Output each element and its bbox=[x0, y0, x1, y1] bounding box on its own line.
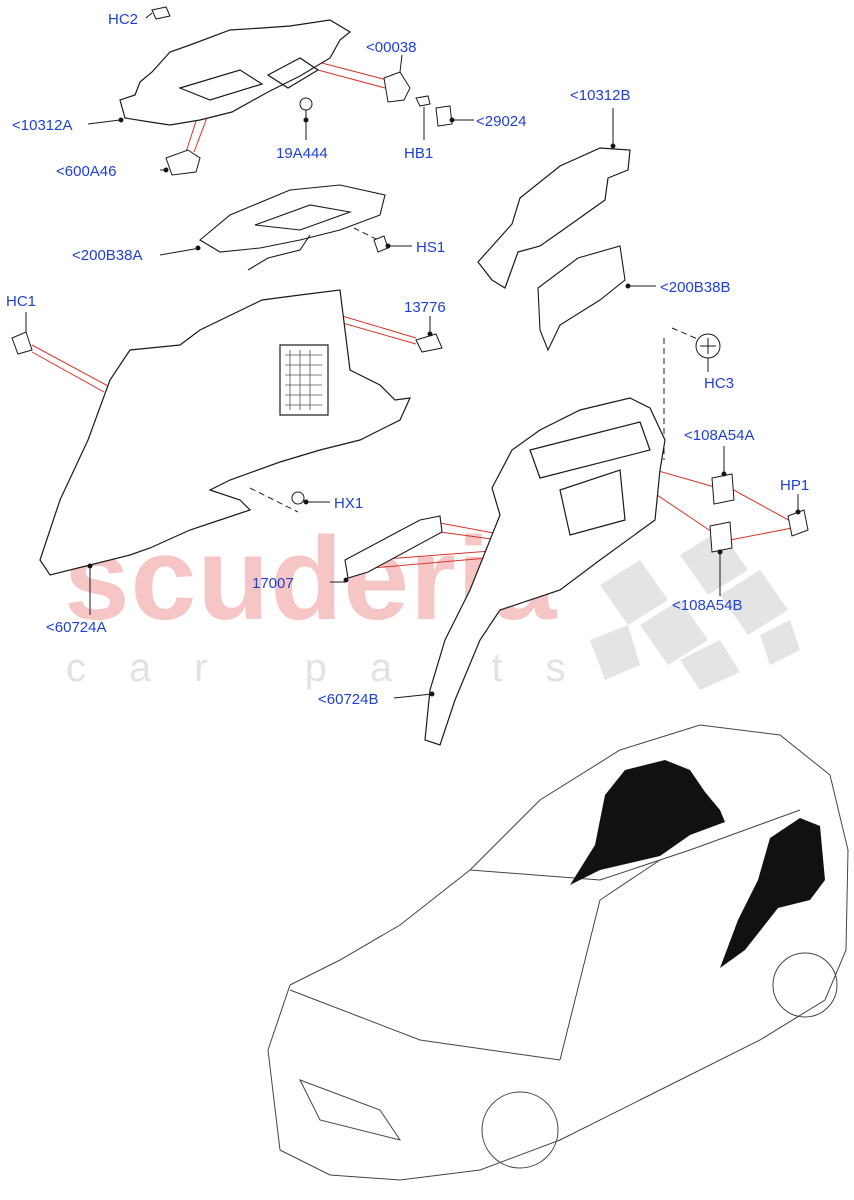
clip-108a54a bbox=[711, 473, 735, 505]
clip-29024 bbox=[435, 105, 453, 127]
bracket-600a46 bbox=[165, 149, 201, 176]
label-00038: <00038 bbox=[366, 39, 417, 56]
bolt-hb1 bbox=[415, 95, 431, 107]
label-60724b: <60724B bbox=[318, 691, 379, 708]
vehicle-outline bbox=[267, 724, 849, 1181]
bracket-frame-200b38b bbox=[537, 245, 626, 352]
part-13776 bbox=[415, 333, 443, 353]
label-hp1: HP1 bbox=[780, 477, 810, 494]
screw-hs1 bbox=[373, 235, 389, 253]
label-19a444: 19A444 bbox=[276, 145, 328, 162]
label-hx1: HX1 bbox=[334, 495, 364, 512]
bracket-00038 bbox=[383, 71, 411, 103]
label-600a46: <600A46 bbox=[56, 163, 117, 180]
label-hb1: HB1 bbox=[404, 145, 434, 162]
label-17007: 17007 bbox=[252, 575, 294, 592]
label-108a54b: <108A54B bbox=[672, 597, 743, 614]
label-108a54a: <108A54A bbox=[684, 427, 755, 444]
vehicle-highlight-right-panel bbox=[720, 818, 825, 968]
upper-trim-panel-a bbox=[119, 19, 352, 126]
fastener-hx1 bbox=[291, 491, 305, 505]
label-10312b: <10312B bbox=[570, 87, 631, 104]
fastener-19a444 bbox=[299, 97, 313, 118]
label-200b38b: <200B38B bbox=[660, 279, 731, 296]
label-hc1: HC1 bbox=[6, 293, 37, 310]
label-29024: <29024 bbox=[476, 113, 527, 130]
clip-hc2 bbox=[151, 6, 171, 20]
upper-trim-panel-b bbox=[477, 147, 631, 289]
label-hc3: HC3 bbox=[704, 375, 735, 392]
clip-hc1 bbox=[11, 331, 33, 355]
left-quarter-trim bbox=[39, 289, 411, 576]
label-hc2: HC2 bbox=[108, 11, 139, 28]
label-200b38a: <200B38A bbox=[72, 247, 143, 264]
label-13776: 13776 bbox=[404, 299, 446, 316]
watermark-checker-flag bbox=[590, 530, 800, 690]
clip-108a54b bbox=[709, 521, 733, 553]
label-60724a: <60724A bbox=[46, 619, 107, 636]
lamp-17007 bbox=[344, 515, 443, 579]
right-quarter-trim bbox=[424, 397, 666, 746]
watermark-subtitle: car parts bbox=[66, 646, 609, 690]
label-10312a: <10312A bbox=[12, 117, 73, 134]
vehicle-highlight-left-panel bbox=[570, 760, 725, 885]
label-hs1: HS1 bbox=[416, 239, 446, 256]
label-leaders bbox=[25, 12, 801, 699]
bracket-frame-200b38a bbox=[199, 184, 386, 271]
clip-hc3 bbox=[695, 333, 721, 359]
